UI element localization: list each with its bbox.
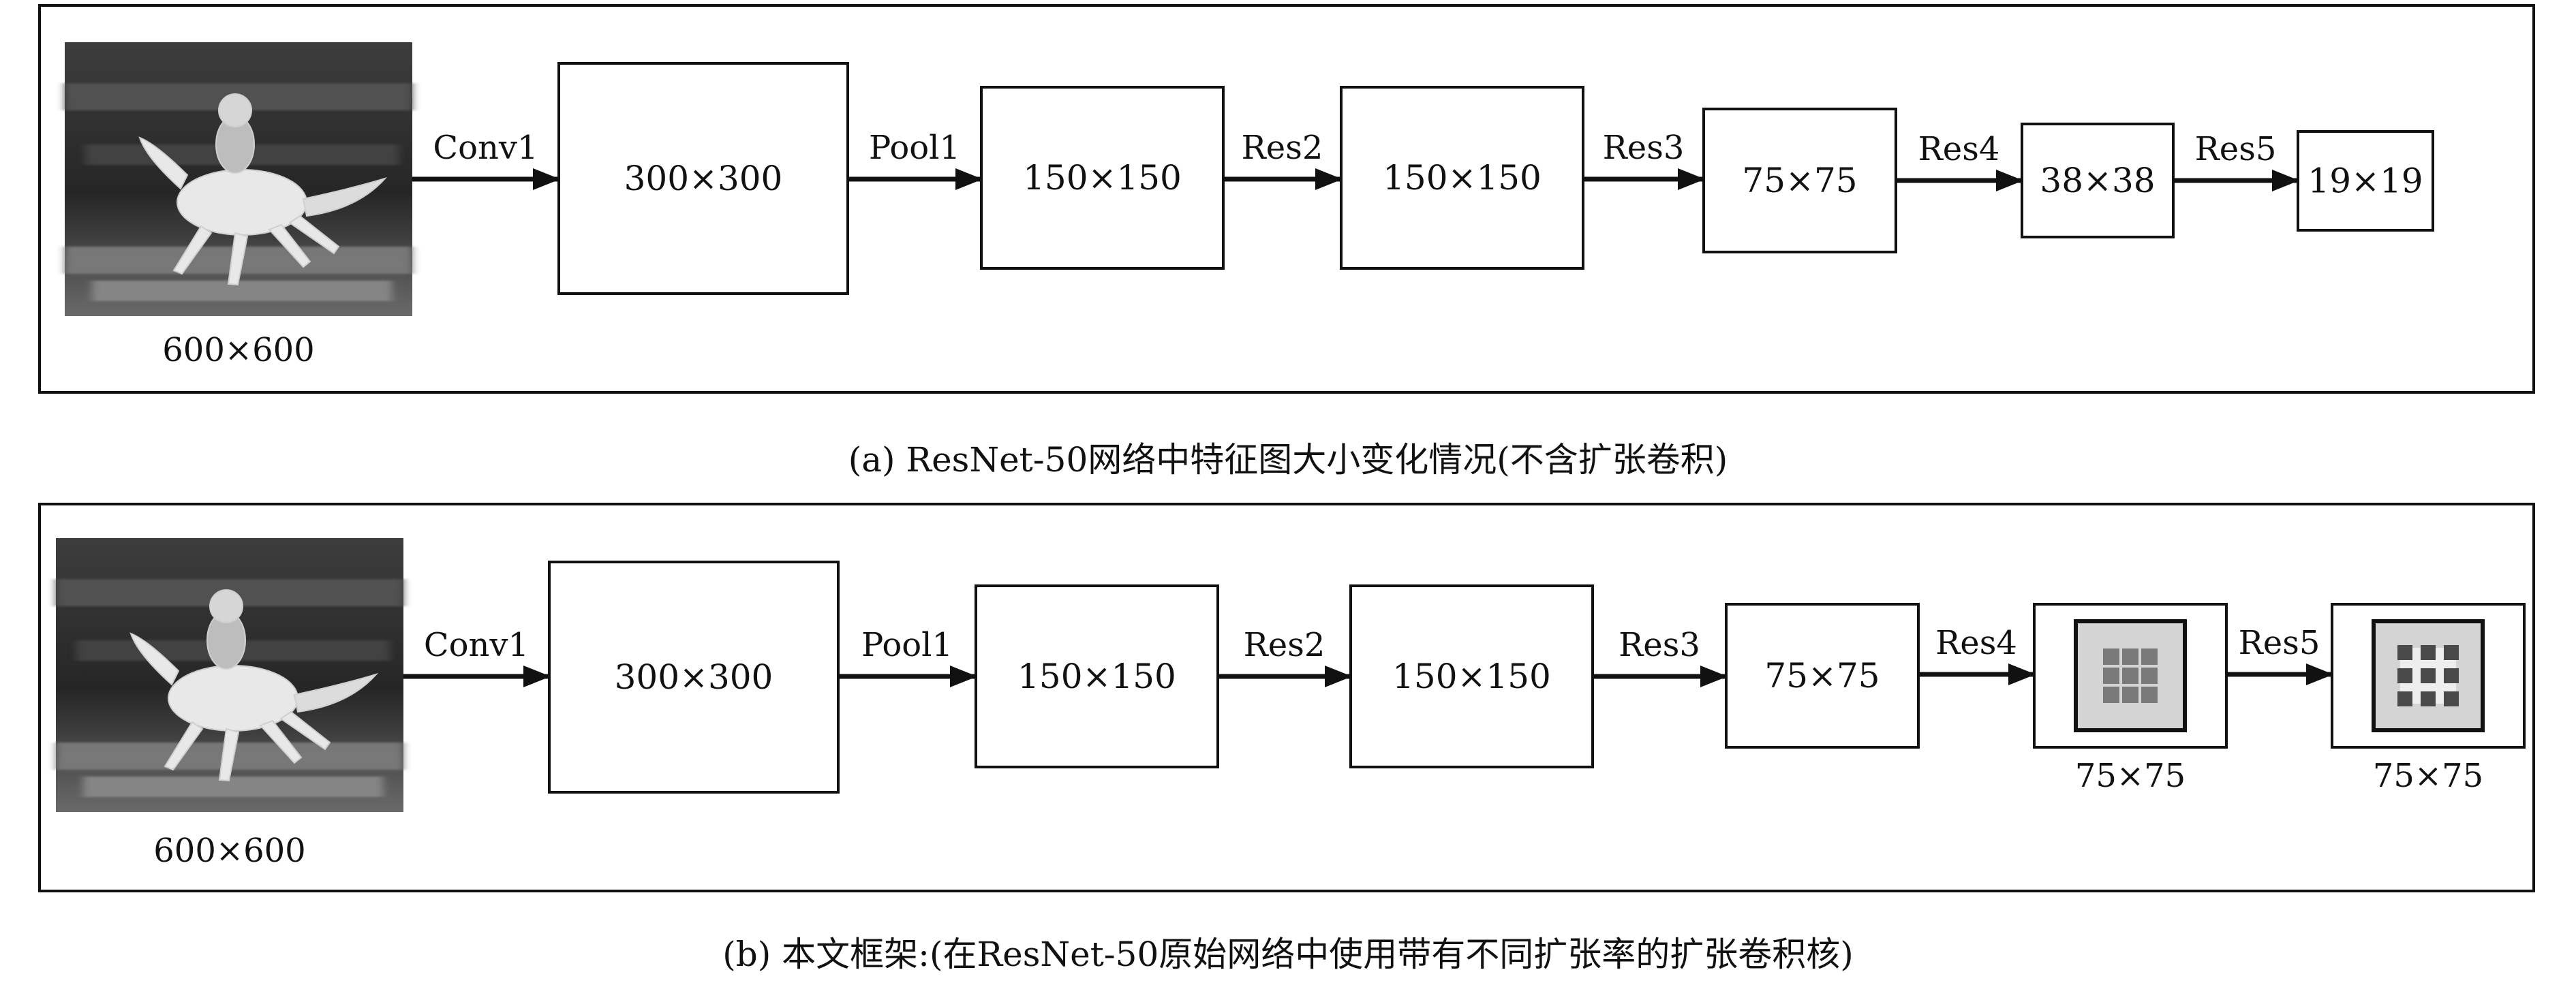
b-feature-map-box-label: 300×300 bbox=[615, 657, 773, 697]
b-feature-map-box bbox=[548, 561, 840, 794]
b-feature-map-box bbox=[975, 584, 1219, 768]
a-res5-arrow-label: Res5 bbox=[2195, 130, 2277, 168]
input-photo-a bbox=[65, 42, 412, 316]
panel-a-frame bbox=[38, 4, 2535, 394]
a-feature-map-box-label: 150×150 bbox=[1383, 158, 1542, 198]
panel-b-frame bbox=[38, 503, 2535, 892]
a-feature-map-box bbox=[2297, 130, 2434, 232]
caption-b: (b) 本文框架:(在ResNet-50原始网络中使用带有不同扩张率的扩张卷积核… bbox=[722, 935, 1854, 974]
a-res2-arrow-label: Res2 bbox=[1242, 129, 1323, 167]
a-res3-arrow-label: Res3 bbox=[1603, 129, 1685, 167]
a-feature-map-box-label: 300×300 bbox=[624, 159, 783, 198]
b-feature-map-box bbox=[1349, 584, 1594, 768]
dilated-kernel-3x3-icon bbox=[2074, 619, 2187, 732]
panel-b-pipeline: Conv1 300×300 Pool1 150×150 Res2 150×150 Res3 7… bbox=[403, 561, 2526, 795]
b-feature-map-box-label: 75×75 bbox=[1764, 656, 1880, 695]
a-feature-map-box-label: 150×150 bbox=[1023, 158, 1182, 198]
input-size-label-a: 600×600 bbox=[162, 331, 314, 369]
input-photo-b bbox=[56, 538, 403, 812]
caption-a: (a) ResNet-50网络中特征图大小变化情况(不含扩张卷积) bbox=[848, 440, 1728, 480]
horse-rider-icon bbox=[129, 589, 379, 782]
b-conv1-arrow-label: Conv1 bbox=[424, 626, 529, 664]
a-conv1-arrow-label: Conv1 bbox=[433, 129, 538, 167]
a-feature-map-box bbox=[1702, 108, 1897, 253]
b-feature-map-box-label: 150×150 bbox=[1017, 657, 1176, 696]
b-res3-arrow-label: Res3 bbox=[1619, 626, 1700, 664]
b-res4-arrow-label: Res4 bbox=[1935, 624, 2017, 662]
a-feature-map-box-label: 38×38 bbox=[2040, 161, 2155, 200]
b-res5-arrow-label: Res5 bbox=[2239, 624, 2320, 662]
panel-a-pipeline: Conv1 300×300 Pool1 150×150 Res2 150×150 Res3 7… bbox=[412, 62, 2434, 295]
b-pool1-arrow-label: Pool1 bbox=[861, 626, 953, 664]
b-res2-arrow-label: Res2 bbox=[1244, 626, 1325, 664]
a-res4-arrow-label: Res4 bbox=[1918, 130, 2000, 168]
a-pool1-arrow-label: Pool1 bbox=[869, 129, 960, 167]
dilated-kernel-sparse-icon bbox=[2372, 619, 2485, 732]
b-feature-map-box bbox=[1725, 603, 1920, 749]
a-feature-map-box-label: 19×19 bbox=[2307, 161, 2423, 201]
b-kernel-size-label: 75×75 bbox=[2373, 757, 2483, 795]
b-kernel-size-label: 75×75 bbox=[2075, 757, 2186, 795]
input-size-label-b: 600×600 bbox=[153, 832, 305, 870]
a-feature-map-box-label: 75×75 bbox=[1742, 161, 1857, 200]
b-feature-map-box-label: 150×150 bbox=[1392, 657, 1551, 696]
a-feature-map-box bbox=[980, 86, 1225, 270]
horse-rider-icon bbox=[138, 93, 388, 286]
